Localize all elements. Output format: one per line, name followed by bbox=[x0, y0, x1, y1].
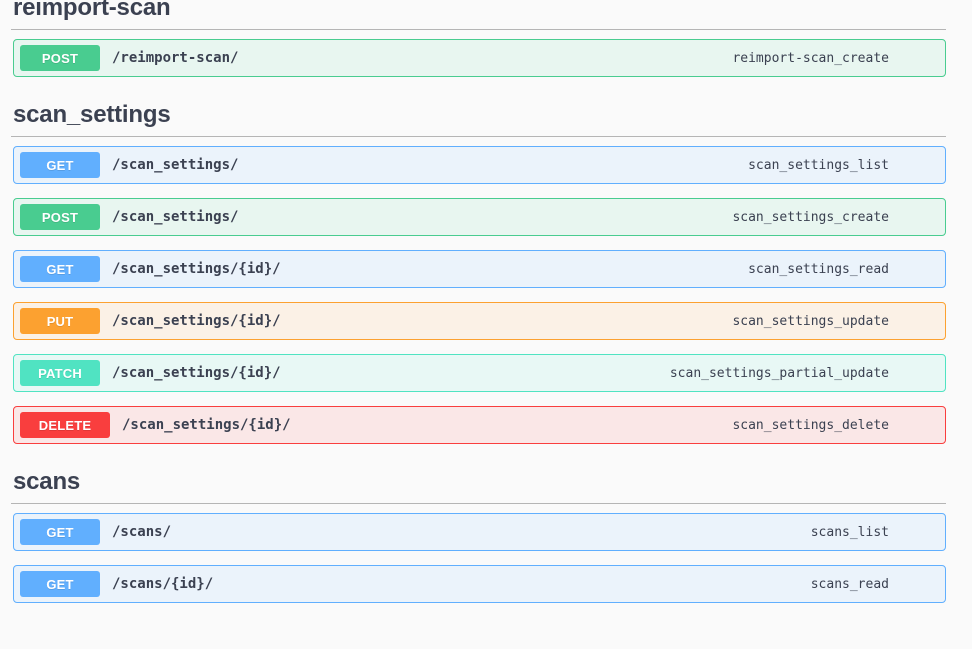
tag-header-scans[interactable]: scans bbox=[0, 470, 972, 494]
group-spacer bbox=[0, 77, 972, 103]
operation-row[interactable]: POST /reimport-scan/ reimport-scan_creat… bbox=[13, 39, 946, 77]
operation-path: /scan_settings/{id}/ bbox=[112, 365, 281, 381]
operation-row[interactable]: PUT /scan_settings/{id}/ scan_settings_u… bbox=[13, 302, 946, 340]
tag-header-scan-settings[interactable]: scan_settings bbox=[0, 103, 972, 127]
operation-row[interactable]: POST /scan_settings/ scan_settings_creat… bbox=[13, 198, 946, 236]
operation-list-reimport-scan: POST /reimport-scan/ reimport-scan_creat… bbox=[0, 39, 972, 77]
tag-header-reimport-scan[interactable]: reimport-scan bbox=[0, 0, 972, 20]
method-badge: GET bbox=[20, 152, 100, 178]
method-badge: DELETE bbox=[20, 412, 110, 438]
group-spacer bbox=[0, 444, 972, 470]
operation-id: scan_settings_delete bbox=[732, 417, 889, 433]
tag-divider bbox=[11, 503, 946, 504]
operation-row[interactable]: GET /scan_settings/{id}/ scan_settings_r… bbox=[13, 250, 946, 288]
tag-title: scans bbox=[13, 468, 81, 495]
operation-id: scan_settings_partial_update bbox=[669, 365, 889, 381]
method-badge: GET bbox=[20, 571, 100, 597]
operation-row[interactable]: PATCH /scan_settings/{id}/ scan_settings… bbox=[13, 354, 946, 392]
method-badge: GET bbox=[20, 519, 100, 545]
operation-path: /scan_settings/{id}/ bbox=[112, 313, 281, 329]
operation-id: scans_list bbox=[810, 524, 889, 540]
tag-group-reimport-scan: reimport-scan POST /reimport-scan/ reimp… bbox=[0, 0, 972, 77]
operation-id: scan_settings_create bbox=[732, 209, 889, 225]
tag-group-scan-settings: scan_settings GET /scan_settings/ scan_s… bbox=[0, 103, 972, 444]
operation-id: scan_settings_read bbox=[748, 261, 889, 277]
operation-row[interactable]: GET /scans/ scans_list bbox=[13, 513, 946, 551]
method-badge: GET bbox=[20, 256, 100, 282]
tag-title: scan_settings bbox=[13, 101, 171, 128]
tag-divider bbox=[11, 136, 946, 137]
method-badge: POST bbox=[20, 45, 100, 71]
operation-id: reimport-scan_create bbox=[732, 50, 889, 66]
operation-list-scan-settings: GET /scan_settings/ scan_settings_list P… bbox=[0, 146, 972, 444]
operation-path: /scan_settings/ bbox=[112, 157, 239, 173]
operation-row[interactable]: GET /scans/{id}/ scans_read bbox=[13, 565, 946, 603]
operation-row[interactable]: GET /scan_settings/ scan_settings_list bbox=[13, 146, 946, 184]
operation-path: /scans/ bbox=[112, 524, 172, 540]
method-badge: POST bbox=[20, 204, 100, 230]
method-badge: PATCH bbox=[20, 360, 100, 386]
operation-id: scans_read bbox=[810, 576, 889, 592]
operation-path: /scan_settings/ bbox=[112, 209, 239, 225]
operation-path: /scans/{id}/ bbox=[112, 576, 214, 592]
operation-path: /scan_settings/{id}/ bbox=[112, 261, 281, 277]
method-badge: PUT bbox=[20, 308, 100, 334]
tag-divider bbox=[11, 29, 946, 30]
operation-list-scans: GET /scans/ scans_list GET /scans/{id}/ … bbox=[0, 513, 972, 603]
operation-path: /scan_settings/{id}/ bbox=[122, 417, 291, 433]
operation-id: scan_settings_update bbox=[732, 313, 889, 329]
operation-id: scan_settings_list bbox=[748, 157, 889, 173]
tag-title: reimport-scan bbox=[13, 0, 171, 21]
tag-group-scans: scans GET /scans/ scans_list GET /scans/… bbox=[0, 470, 972, 603]
operation-row[interactable]: DELETE /scan_settings/{id}/ scan_setting… bbox=[13, 406, 946, 444]
operation-path: /reimport-scan/ bbox=[112, 50, 239, 66]
